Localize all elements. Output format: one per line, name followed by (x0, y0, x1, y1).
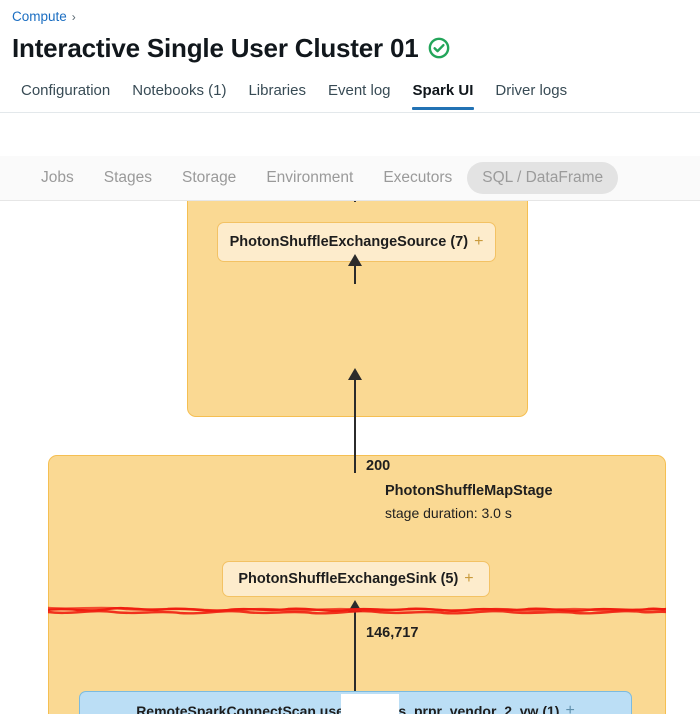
dag-node-scan-label-prefix: RemoteSparkConnectScan users.ja (136, 702, 373, 714)
page-title-row: Interactive Single User Cluster 01 (12, 32, 450, 64)
tab-libraries[interactable]: Libraries (248, 82, 306, 99)
stage-label: PhotonShuffleMapStage stage duration: 3.… (385, 482, 553, 523)
tab-notebooks[interactable]: Notebooks (1) (132, 82, 227, 99)
edge-line-scan-to-sink (354, 611, 356, 691)
expand-plus-icon[interactable]: + (464, 570, 474, 587)
spark-tab-storage[interactable]: Storage (182, 169, 237, 186)
spark-ui-nav: Jobs Stages Storage Environment Executor… (0, 156, 700, 201)
dag-node-photon-shuffle-exchange-sink[interactable]: PhotonShuffleExchangeSink (5) + (222, 561, 490, 597)
spark-tab-executors[interactable]: Executors (383, 169, 453, 186)
stage-label-duration: stage duration: 3.0 s (385, 505, 512, 521)
spark-tab-environment[interactable]: Environment (266, 169, 354, 186)
tab-spark-ui[interactable]: Spark UI (402, 80, 485, 110)
breadcrumb-link-compute[interactable]: Compute (12, 9, 67, 24)
dag-node-source-label: PhotonShuffleExchangeSource (7) (229, 234, 469, 250)
expand-plus-icon[interactable]: + (474, 233, 484, 250)
tab-configuration[interactable]: Configuration (21, 82, 111, 99)
edge-label-rows-146717: 146,717 (366, 625, 419, 641)
dag-node-scan-label-suffix: nd.fs_prpr_vendor_2_vw (1) (372, 702, 560, 714)
tab-event-log[interactable]: Event log (327, 82, 391, 99)
primary-tabs: Configuration Notebooks (1) Libraries Ev… (10, 80, 700, 113)
edge-label-rows-200: 200 (366, 458, 391, 474)
spark-tab-sql-dataframe[interactable]: SQL / DataFrame (467, 162, 619, 194)
check-circle-icon (428, 37, 450, 59)
dag-node-sink-label: PhotonShuffleExchangeSink (5) (238, 571, 459, 587)
expand-plus-icon[interactable]: + (565, 701, 575, 714)
breadcrumb: Compute › (12, 7, 76, 27)
breadcrumb-separator-icon: › (71, 10, 76, 24)
redaction-box (341, 694, 399, 714)
stage-label-title: PhotonShuffleMapStage (385, 483, 553, 499)
edge-arrowhead-sink-to-source-upper (348, 254, 362, 266)
spark-ui-top-gap (0, 113, 700, 156)
tab-driver-logs[interactable]: Driver logs (495, 82, 568, 99)
spark-tab-stages[interactable]: Stages (103, 169, 153, 186)
spark-ui-frame: Jobs Stages Storage Environment Executor… (0, 113, 700, 714)
spark-tab-jobs[interactable]: Jobs (41, 169, 74, 186)
tabs-divider (0, 112, 700, 113)
dag-canvas: PhotonShuffleMapStage stage duration: 3.… (0, 201, 700, 714)
page-title: Interactive Single User Cluster 01 (12, 33, 419, 63)
edge-arrowhead-sink-to-source (348, 368, 362, 380)
edge-line-sink-to-source (354, 379, 356, 473)
edge-line-sink-to-source-upper (354, 265, 356, 284)
edge-line-top-partial (354, 201, 356, 202)
